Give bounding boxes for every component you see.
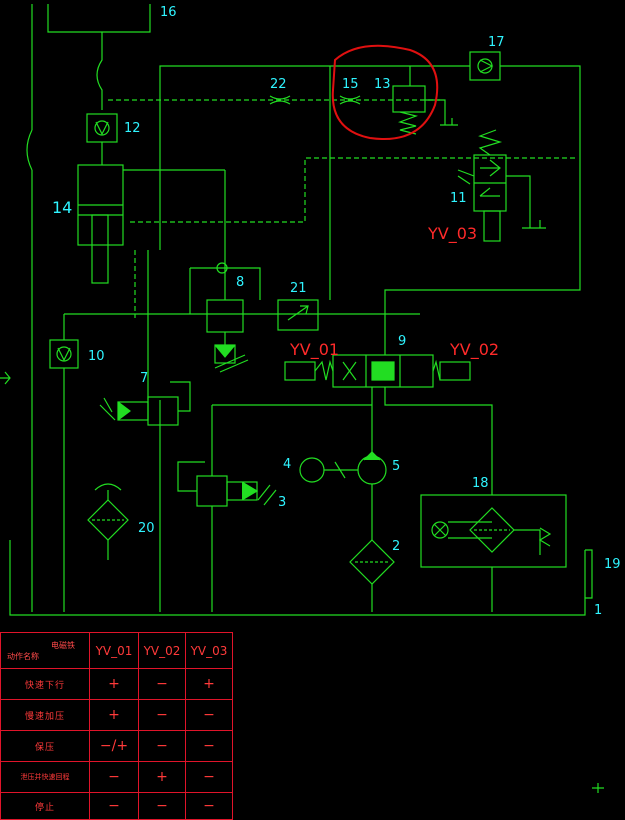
highlight-circle [331, 44, 439, 140]
label-15: 15 [342, 77, 359, 92]
label-9: 9 [398, 334, 407, 349]
row-name: 慢速加压 [0, 699, 90, 731]
cooler-18 [420, 494, 567, 568]
label-13: 13 [374, 77, 391, 92]
row-name: 停止 [0, 792, 90, 820]
sequence-valve-8 [206, 299, 244, 333]
label-4: 4 [283, 457, 292, 472]
table-cell: − [185, 761, 233, 793]
row-name: 泄压并快速回程 [0, 761, 90, 793]
check-valve-10 [49, 339, 79, 369]
label-1: 1 [594, 603, 603, 618]
table-cell: − [185, 730, 233, 762]
column-header-yv02: YV_02 [138, 632, 186, 669]
solenoid-action-table: 电磁铁 动作名称 YV_01 YV_02 YV_03 快速下行 + − + 慢速… [0, 632, 233, 820]
row-name: 快速下行 [0, 668, 90, 700]
table-cell: + [138, 761, 186, 793]
relief-valve-3 [196, 475, 228, 507]
label-14: 14 [52, 198, 73, 217]
row-name: 保压 [0, 730, 90, 762]
table-cell: − [185, 792, 233, 820]
relief-valve-7 [147, 396, 179, 426]
label-5: 5 [392, 459, 401, 474]
label-2: 2 [392, 539, 401, 554]
label-8: 8 [236, 275, 245, 290]
table-cell: − [138, 668, 186, 700]
table-cell: − [89, 761, 139, 793]
column-header-yv01: YV_01 [89, 632, 139, 669]
table-cell: + [89, 668, 139, 700]
pump-5 [357, 455, 387, 485]
label-11: 11 [450, 191, 467, 206]
label-17: 17 [488, 35, 505, 50]
table-cell: − [138, 730, 186, 762]
column-header-yv03: YV_03 [185, 632, 233, 669]
table-corner-top: 电磁铁 [51, 640, 75, 650]
solenoid-label-yv02: YV_02 [450, 340, 500, 359]
label-20: 20 [138, 521, 155, 536]
table-cell: − [138, 699, 186, 731]
label-16: 16 [160, 5, 177, 20]
table-corner-cell: 电磁铁 动作名称 [0, 632, 90, 669]
table-cell: −/+ [89, 730, 139, 762]
table-cell: − [138, 792, 186, 820]
check-valve-17 [469, 51, 501, 81]
oil-tank [9, 540, 586, 616]
label-22: 22 [270, 77, 287, 92]
label-7: 7 [140, 371, 149, 386]
motor-4 [299, 457, 325, 483]
table-cell: + [89, 699, 139, 731]
table-cell: − [185, 699, 233, 731]
throttle-valve-21 [277, 299, 319, 331]
label-3: 3 [278, 495, 287, 510]
label-12: 12 [124, 121, 141, 136]
table-corner-bottom: 动作名称 [7, 651, 39, 661]
check-valve-12 [86, 113, 118, 143]
hydraulic-schematic [0, 4, 604, 793]
solenoid-label-yv03: YV_03 [428, 224, 478, 243]
label-10: 10 [88, 349, 105, 364]
label-18: 18 [472, 476, 489, 491]
label-19: 19 [604, 557, 621, 572]
label-21: 21 [290, 281, 307, 296]
solenoid-label-yv01: YV_01 [290, 340, 340, 359]
table-cell: − [89, 792, 139, 820]
table-cell: + [185, 668, 233, 700]
relief-valve-13 [392, 85, 426, 113]
